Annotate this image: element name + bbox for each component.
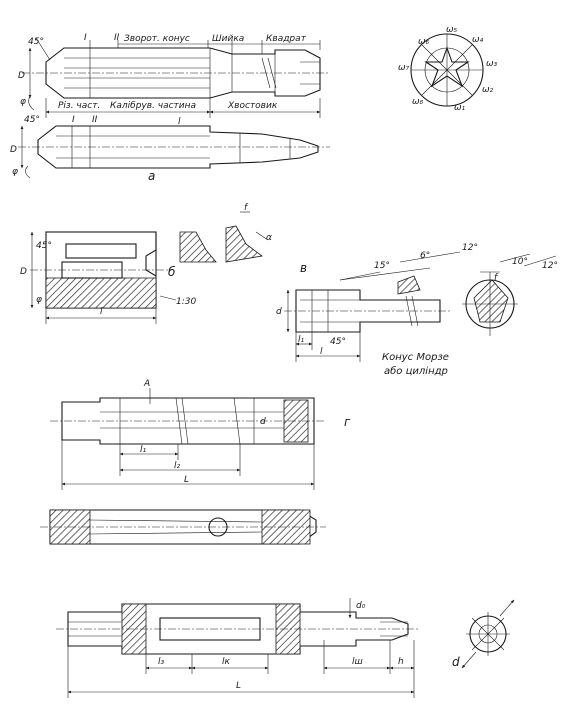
angle-10-label: 10°: [512, 257, 528, 267]
detail-f-label: f: [244, 203, 249, 213]
section-I-label-a: I: [84, 33, 87, 43]
dim-d-label-v: d: [276, 307, 282, 317]
angle-45-label-v: 45°: [330, 337, 346, 347]
shank-label: Хвостовик: [227, 101, 278, 111]
dim-lsh-label: lш: [352, 657, 363, 667]
omega-2: ω₂: [482, 85, 494, 95]
angle-12b-label: 12°: [542, 261, 558, 271]
angle-45-label-a-lower: 45°: [24, 115, 40, 125]
section-II-label-a-lower: II: [92, 115, 98, 125]
angle-45-label-b: 45°: [36, 241, 52, 251]
section-II-label-a: II: [114, 33, 120, 43]
dim-L-label-d: L: [236, 681, 241, 691]
reamer-a-upper-view: [22, 37, 330, 118]
omega-1: ω₁: [454, 103, 466, 113]
angle-45-label-a: 45°: [28, 37, 44, 47]
dim-d-label-g: d: [260, 417, 266, 427]
dim-h-label: h: [398, 657, 404, 667]
omega-4: ω₄: [472, 35, 484, 45]
figure-a-reamer: 45° I II Зворот. конус Шийка Квадрат Різ…: [10, 25, 498, 183]
figure-b-letter: б: [168, 265, 176, 279]
omega-3: ω₃: [486, 59, 498, 69]
dim-d0-label: d₀: [356, 601, 366, 611]
dim-D-label-b: D: [20, 267, 27, 277]
dim-l2-label-g: l₂: [174, 461, 181, 471]
figure-g-reamer: [40, 388, 326, 545]
dim-lk-label: lк: [222, 657, 231, 667]
figure-a-letter: а: [148, 169, 155, 183]
square-label: Квадрат: [266, 34, 307, 44]
reamer-a-lower-view: [18, 125, 330, 179]
figure-v-carbide-reamer: [284, 251, 557, 362]
section-I-label-a-lower: I: [72, 115, 75, 125]
back-cone-label: Зворот. конус: [124, 34, 190, 44]
dim-L-label-g: L: [184, 475, 189, 485]
section-A-label: A: [143, 379, 150, 389]
dim-l-label-b: l: [100, 307, 103, 317]
dim-l1-label-v: l₁: [298, 335, 305, 345]
dim-l3-label: l₃: [158, 657, 165, 667]
omega-6: ω₆: [418, 37, 430, 47]
dim-phi-label-a: φ: [20, 97, 26, 107]
dim-l1-label-g: l₁: [140, 445, 147, 455]
dim-D-label-a-lower: D: [10, 145, 17, 155]
dim-phi-label-b: φ: [36, 295, 42, 305]
morse-cone-caption-1: Конус Морзе: [382, 352, 449, 363]
cutting-part-label: Різ. част.: [58, 101, 100, 111]
detail-alpha-label: α: [266, 233, 272, 243]
dim-phi-label-a-lower: φ: [12, 167, 18, 177]
angle-12a-label: 12°: [462, 243, 478, 253]
dim-f-label-v: f: [494, 273, 499, 283]
dim-l-label-a: l: [178, 117, 181, 127]
calibrating-part-label: Калібрув. частина: [110, 101, 196, 111]
omega-8: ω₈: [412, 97, 424, 107]
taper-label-b: 1:30: [176, 297, 196, 307]
figure-g-letter: г: [344, 415, 351, 429]
figure-b-shell-reamer: [30, 211, 269, 324]
figure-v-letter: в: [300, 261, 307, 275]
dim-D-label-a: D: [18, 71, 25, 81]
omega-7: ω₇: [398, 63, 410, 73]
angle-6-label: 6°: [420, 251, 430, 261]
angle-15-label: 15°: [374, 261, 390, 271]
morse-cone-caption-2: або циліндр: [384, 365, 448, 377]
figure-d-adjustable-reamer: [56, 598, 515, 698]
dim-l-label-v: l: [320, 347, 323, 357]
dim-d-label-d: d: [452, 655, 460, 669]
reamer-a-cross-section: [410, 33, 484, 107]
neck-label: Шийка: [212, 34, 244, 44]
omega-5: ω₅: [446, 25, 458, 35]
